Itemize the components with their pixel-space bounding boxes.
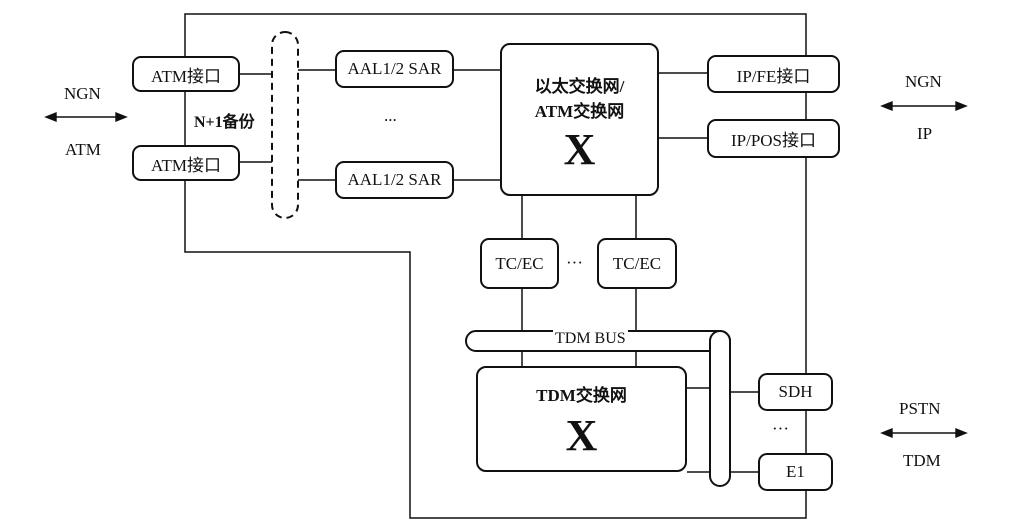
atm-interface-2: ATM接口 <box>132 145 240 181</box>
switch-x-mark: X <box>563 124 596 174</box>
switch-label-line1: 以太交换网/ <box>534 76 625 96</box>
sar-block-1: AAL1/2 SAR <box>335 50 454 88</box>
ngn-label-right: NGN <box>905 72 942 91</box>
tdm-bus-label: TDM BUS <box>553 330 628 348</box>
backup-bus <box>271 31 299 219</box>
ip-pos-interface: IP/POS接口 <box>707 119 840 158</box>
ip-label-right: IP <box>917 124 933 143</box>
sdh-e1-ellipsis: ··· <box>772 419 789 438</box>
tdm-switch-x-mark: X <box>565 410 598 460</box>
sar-ellipsis: ... <box>384 106 397 125</box>
pstn-tdm-arrow <box>880 427 968 439</box>
switch-label-line2: ATM交换网 <box>534 101 625 121</box>
ngn-ip-arrow <box>880 100 968 112</box>
e1-interface: E1 <box>758 453 833 491</box>
atm-label-left: ATM <box>65 140 101 159</box>
backup-label: N+1备份 <box>192 108 257 132</box>
sar-block-2: AAL1/2 SAR <box>335 161 454 199</box>
atm-interface-1: ATM接口 <box>132 56 240 92</box>
pstn-label: PSTN <box>899 399 941 418</box>
tdm-vertical-bus <box>709 330 731 487</box>
ngn-label-left: NGN <box>64 84 101 103</box>
tc-ec-1: TC/EC <box>480 238 559 289</box>
tdm-switch-label: TDM交换网 <box>536 385 627 405</box>
tc-ec-ellipsis: ··· <box>566 253 583 272</box>
ngn-atm-arrow <box>44 111 128 123</box>
tdm-label: TDM <box>903 451 941 470</box>
ip-fe-interface: IP/FE接口 <box>707 55 840 93</box>
ethernet-atm-switch: 以太交换网/ ATM交换网 X <box>500 43 659 196</box>
tdm-switch: TDM交换网 X <box>476 366 687 472</box>
tc-ec-2: TC/EC <box>597 238 677 289</box>
sdh-interface: SDH <box>758 373 833 411</box>
system-boundary <box>184 13 807 519</box>
